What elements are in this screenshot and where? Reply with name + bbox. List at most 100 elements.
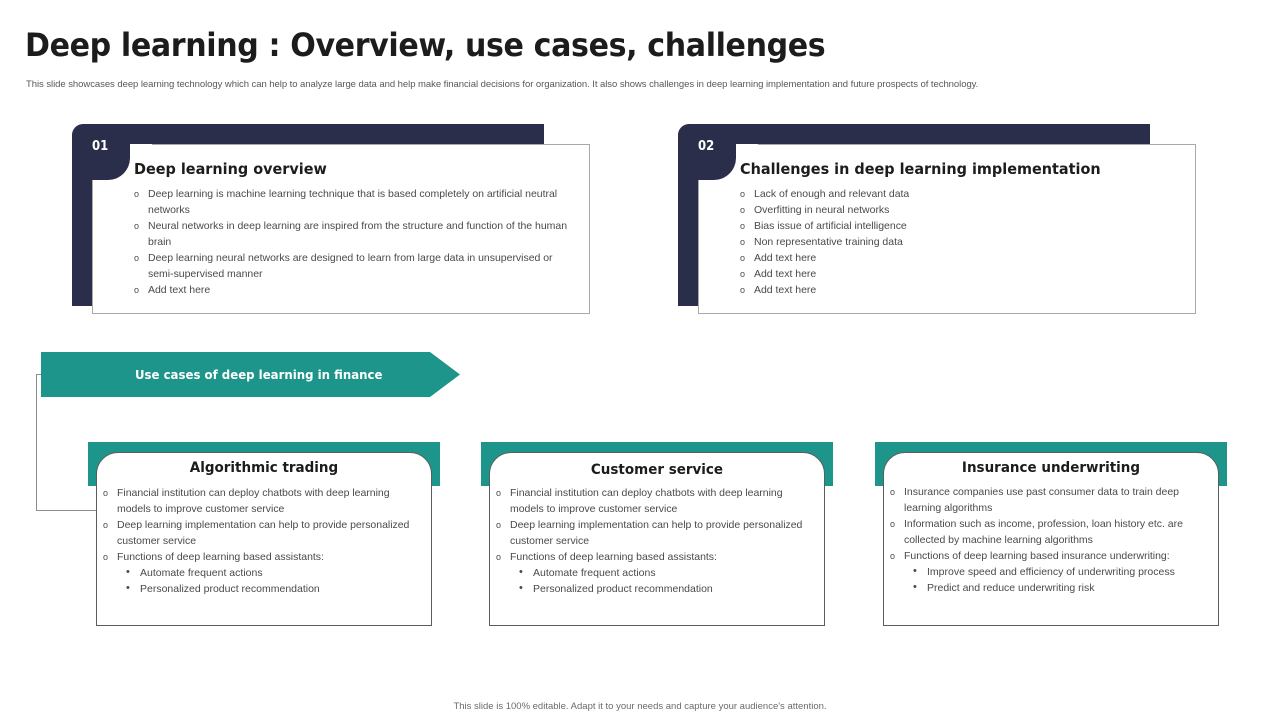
bullet-text: Lack of enough and relevant data — [754, 188, 910, 200]
bullet-item: o Deep learning implementation can help t… — [102, 517, 422, 549]
bullet-item: o Deep learning neural networks are desig… — [133, 250, 573, 282]
sub-bullet-marker-icon: • — [519, 582, 523, 594]
sub-bullet-marker-icon: • — [913, 581, 917, 593]
bullet-text: Bias issue of artificial intelligence — [754, 220, 907, 232]
bullet-marker-icon: o — [890, 551, 896, 561]
bullet-item: o Add text here — [739, 266, 1169, 282]
bullet-text: Financial institution can deploy chatbot… — [510, 487, 783, 515]
sub-bullet-marker-icon: • — [913, 565, 917, 577]
panel-top-bar — [72, 124, 544, 146]
bullet-marker-icon: o — [740, 189, 746, 199]
sub-bullet-item: • Improve speed and efficiency of underwr… — [889, 564, 1209, 580]
bullet-item: o Deep learning implementation can help t… — [495, 517, 817, 549]
bullet-item: o Information such as income, profession,… — [889, 516, 1209, 548]
bullet-marker-icon: o — [890, 519, 896, 529]
sub-bullet-text: Automate frequent actions — [533, 567, 656, 579]
sub-bullet-text: Predict and reduce underwriting risk — [927, 582, 1095, 594]
bullet-text: Add text here — [754, 268, 817, 280]
bullet-marker-icon: o — [496, 520, 502, 530]
panel-card — [698, 144, 1196, 314]
bullet-marker-icon: o — [740, 285, 746, 295]
bullet-text: Functions of deep learning based assista… — [117, 551, 324, 563]
panel-top-bar — [678, 124, 1150, 146]
bullet-text: Neural networks in deep learning are ins… — [148, 220, 568, 248]
panel-number: 01 — [92, 139, 109, 154]
sub-bullet-text: Automate frequent actions — [140, 567, 263, 579]
bullet-text: Financial institution can deploy chatbot… — [117, 487, 390, 515]
panel-notch — [130, 144, 152, 166]
bullet-marker-icon: o — [740, 237, 746, 247]
bullet-marker-icon: o — [134, 221, 140, 231]
bullet-marker-icon: o — [103, 552, 109, 562]
bullet-text: Functions of deep learning based insuran… — [904, 550, 1170, 562]
bullet-item: o Functions of deep learning based insura… — [889, 548, 1209, 564]
panel-title: Deep learning overview — [134, 160, 327, 178]
bullet-text: Add text here — [754, 284, 817, 296]
bullet-item: o Neural networks in deep learning are in… — [133, 218, 573, 250]
use-cases-banner-label: Use cases of deep learning in finance — [135, 367, 383, 382]
bullet-marker-icon: o — [890, 487, 896, 497]
bullet-text: Information such as income, profession, … — [904, 518, 1183, 546]
use-case-card-customer-service[interactable]: Customer service o Financial institution … — [481, 442, 833, 626]
bullet-item: o Non representative training data — [739, 234, 1169, 250]
bullet-item: o Financial institution can deploy chatbo… — [102, 485, 422, 517]
sub-bullet-item: •Automate frequent actions — [102, 565, 422, 581]
bullet-marker-icon: o — [496, 488, 502, 498]
bullet-marker-icon: o — [496, 552, 502, 562]
bullet-marker-icon: o — [103, 520, 109, 530]
bullet-text: Add text here — [754, 252, 817, 264]
bullet-item: o Lack of enough and relevant data — [739, 186, 1169, 202]
use-case-card-body — [96, 452, 432, 626]
panel-bullet-list: o Deep learning is machine learning techn… — [133, 186, 573, 298]
page-title: Deep learning : Overview, use cases, cha… — [25, 26, 826, 64]
bullet-item: o Deep learning is machine learning techn… — [133, 186, 573, 218]
panel-challenges[interactable]: 02 Challenges in deep learning implement… — [678, 124, 1198, 316]
use-case-card-insurance-underwriting[interactable]: Insurance underwriting o Insurance compan… — [875, 442, 1227, 626]
sub-bullet-text: Personalized product recommendation — [140, 583, 320, 595]
bullet-item: o Add text here — [739, 250, 1169, 266]
bullet-marker-icon: o — [740, 221, 746, 231]
bullet-text: Deep learning implementation can help to… — [510, 519, 803, 547]
use-case-card-body — [883, 452, 1219, 626]
bullet-item: o Functions of deep learning based assist… — [102, 549, 422, 565]
sub-bullet-item: •Automate frequent actions — [495, 565, 817, 581]
use-case-card-body — [489, 452, 825, 626]
sub-bullet-item: • Personalized product recommendation — [495, 581, 817, 597]
sub-bullet-item: • Personalized product recommendation — [102, 581, 422, 597]
bullet-text: Deep learning is machine learning techni… — [148, 188, 558, 216]
bullet-text: Insurance companies use past consumer da… — [904, 486, 1179, 514]
sub-bullet-text: Improve speed and efficiency of underwri… — [927, 566, 1175, 578]
panel-number: 02 — [698, 139, 715, 154]
panel-number-badge — [86, 136, 130, 180]
bullet-item: o Add text here — [739, 282, 1169, 298]
bullet-marker-icon: o — [134, 189, 140, 199]
sub-bullet-item: • Predict and reduce underwriting risk — [889, 580, 1209, 596]
use-cases-banner[interactable] — [41, 352, 460, 397]
use-case-title: Customer service — [590, 462, 724, 478]
use-case-bullet-list: o Financial institution can deploy chatbo… — [495, 485, 817, 597]
page-subtitle: This slide showcases deep learning techn… — [26, 79, 979, 90]
bullet-marker-icon: o — [103, 488, 109, 498]
panel-number-badge — [692, 136, 736, 180]
use-case-bullet-list: o Financial institution can deploy chatbo… — [102, 485, 422, 597]
bullet-marker-icon: o — [134, 253, 140, 263]
bullet-item: o Bias issue of artificial intelligence — [739, 218, 1169, 234]
use-case-title: Insurance underwriting — [961, 460, 1141, 476]
bullet-text: Overfitting in neural networks — [754, 204, 890, 216]
use-case-bullet-list: o Insurance companies use past consumer d… — [889, 484, 1209, 596]
bullet-marker-icon: o — [740, 269, 746, 279]
bullet-text: Deep learning implementation can help to… — [117, 519, 410, 547]
panel-title: Challenges in deep learning implementati… — [740, 160, 1101, 178]
bullet-item: o Insurance companies use past consumer d… — [889, 484, 1209, 516]
bullet-text: Deep learning neural networks are design… — [148, 252, 553, 280]
bullet-item: o Financial institution can deploy chatbo… — [495, 485, 817, 517]
sub-bullet-text: Personalized product recommendation — [533, 583, 713, 595]
bullet-text: Non representative training data — [754, 236, 903, 248]
bullet-marker-icon: o — [740, 253, 746, 263]
sub-bullet-marker-icon: • — [126, 582, 130, 594]
panel-card — [92, 144, 590, 314]
